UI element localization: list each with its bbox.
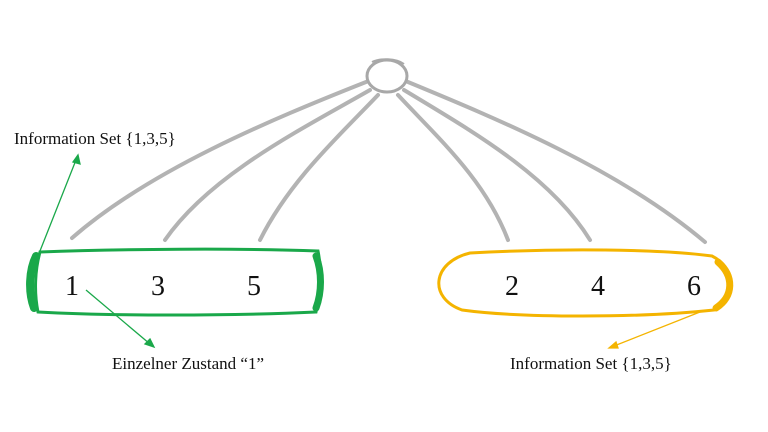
state-5: 5 — [247, 271, 261, 302]
state-4: 4 — [591, 271, 605, 302]
state-6: 6 — [687, 271, 701, 302]
arrow-single-state — [85, 289, 156, 349]
branch-to-6 — [406, 80, 707, 244]
branch-to-5 — [258, 93, 380, 242]
branch-to-2 — [396, 93, 510, 242]
root-node — [365, 58, 409, 94]
tree-branches — [70, 80, 707, 244]
annotation-information-set-right: Information Set {1,3,5} — [510, 354, 672, 373]
arrow-bottom-right — [607, 311, 701, 349]
state-3: 3 — [151, 271, 165, 302]
branch-to-3 — [163, 88, 372, 242]
state-2: 2 — [505, 271, 519, 302]
green-information-set — [26, 247, 324, 317]
orange-information-set — [437, 248, 734, 318]
state-1: 1 — [65, 271, 79, 302]
arrow-top-left — [37, 153, 81, 257]
annotation-single-state: Einzelner Zustand “1” — [112, 354, 264, 373]
branch-to-4 — [402, 88, 592, 242]
annotation-information-set-left: Information Set {1,3,5} — [14, 129, 176, 148]
branch-to-1 — [70, 80, 368, 240]
